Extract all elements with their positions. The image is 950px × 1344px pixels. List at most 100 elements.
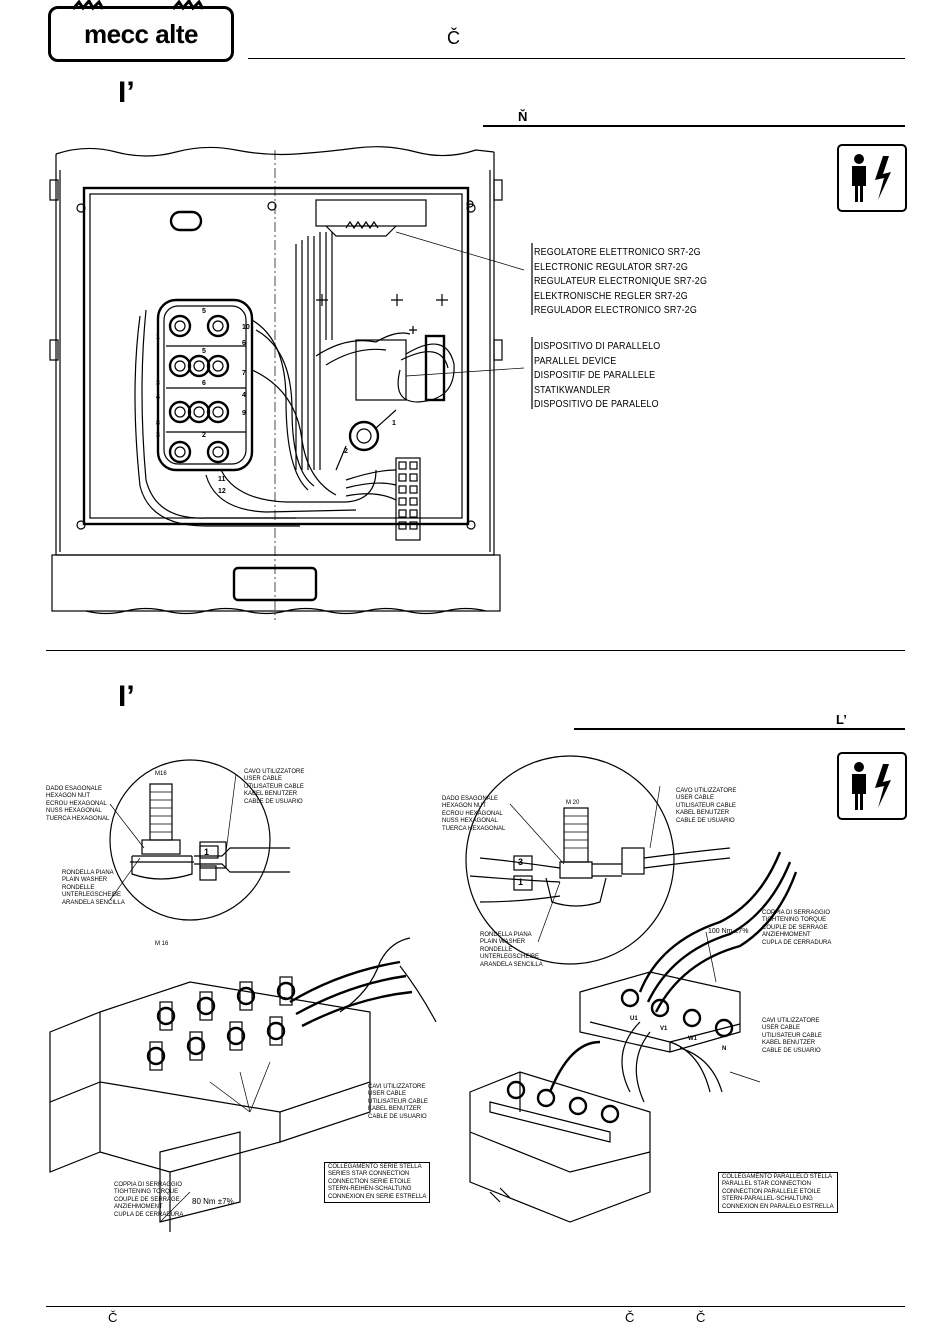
section2-subtitle-glyph: L’	[836, 712, 847, 727]
right-torque-labels: COPPIA DI SERRAGGIO TIGHTENING TORQUE CO…	[762, 910, 831, 947]
right-users-cable-label-en: USER CABLE	[762, 1025, 801, 1032]
left-washer-label-es: ARANDELA SENCILLA	[62, 899, 125, 906]
left-connection-label-es: CONNEXION EN SERIE ESTRELLA	[328, 1193, 427, 1200]
right-connection-label-es: CONNEXION EN PARALELO ESTRELLA	[722, 1203, 834, 1210]
left-nut-label-en: HEXAGON NUT	[46, 793, 91, 800]
right-nut-label-it: DADO ESAGONALE	[442, 796, 499, 802]
regulator-label-en: ELECTRONIC REGULATOR SR7-2G	[534, 260, 689, 273]
left-bolt-size: M16	[155, 771, 167, 777]
right-connection-label-en: PARALLEL STAR CONNECTION	[722, 1181, 811, 1188]
section1-subtitle-glyph: Ň	[518, 109, 528, 124]
left-cable-label-de: KABEL BENUTZER	[244, 791, 298, 798]
left-users-cable-labels: CAVI UTILIZZATORE USER CABLE UTILISATEUR…	[368, 1084, 428, 1121]
parallel-bracket	[531, 337, 533, 409]
left-nut-label-de: NUSS HEXAGONAL	[46, 808, 102, 815]
terminal-number-2b: 2	[344, 448, 348, 455]
footer-right-glyph-1: Č	[625, 1310, 635, 1325]
left-washer-label-fr: RONDELLE	[62, 884, 95, 891]
right-washer-label-de: UNTERLEGSCHEIBE	[480, 954, 540, 961]
right-cable-label-es: CABLE DE USUARIO	[676, 817, 735, 824]
left-cable-label-en: USER CABLE	[244, 776, 283, 783]
right-nut-labels: DADO ESAGONALE HEXAGON NUT ECROU HEXAGON…	[442, 796, 505, 833]
left-washer-label-it: RONDELLA PIANA	[62, 870, 114, 876]
left-torque-labels: COPPIA DI SERRAGGIO TIGHTENING TORQUE CO…	[114, 1182, 183, 1219]
terminal-number-1: 1	[156, 334, 160, 341]
terminal-mark-w1: W1	[688, 1036, 697, 1042]
terminal-number-5b: 5	[202, 348, 206, 355]
right-connection-label-it: COLLEGAMENTO PARALLELO STELLA	[722, 1174, 833, 1180]
parallel-label-es: DISPOSITIVO DE PARALELO	[534, 398, 659, 410]
terminal-number-6: 6	[242, 340, 246, 347]
right-cable-labels: CAVO UTILIZZATORE USER CABLE UTILISATEUR…	[676, 788, 736, 825]
middle-rule	[46, 650, 905, 651]
right-torque-value: 100 Nm ±7%	[708, 928, 749, 935]
logo-wave-icon	[71, 0, 205, 11]
right-washer-label-es: ARANDELA SENCILLA	[480, 961, 543, 968]
parallel-label-en: PARALLEL DEVICE	[534, 354, 617, 367]
electrical-hazard-icon-2	[837, 752, 907, 820]
footer-rule	[46, 1306, 905, 1307]
parallel-label-block: DISPOSITIVO DI PARALLELO PARALLEL DEVICE…	[534, 339, 660, 412]
right-users-cable-label-fr: UTILISATEUR CABLE	[762, 1032, 822, 1039]
terminal-mark-u1: U1	[630, 1016, 638, 1022]
terminal-box-drawing	[49, 146, 525, 620]
series-star-drawing	[49, 759, 437, 1232]
terminal-number-7: 7	[242, 370, 246, 377]
header-glyph: Č	[447, 28, 460, 48]
left-torque-label-es: CUPLA DE CERRADURA	[114, 1211, 184, 1218]
right-washer-label-en: PLAIN WASHER	[480, 939, 526, 946]
left-torque-label-de: ANZIEHMOMENT	[114, 1204, 163, 1211]
right-washer-label-fr: RONDELLE	[480, 946, 513, 953]
right-washer-labels: RONDELLA PIANA PLAIN WASHER RONDELLE UNT…	[480, 932, 543, 969]
left-washer-label-en: PLAIN WASHER	[62, 877, 108, 884]
left-connection-label-en: SERIES STAR CONNECTION	[328, 1171, 410, 1178]
terminal-number-1b: 1	[392, 420, 396, 427]
parallel-label-de: STATIKWANDLER	[534, 383, 611, 396]
left-torque-label-en: TIGHTENING TORQUE	[114, 1189, 179, 1196]
right-users-cable-label-es: CABLE DE USUARIO	[762, 1047, 821, 1054]
terminal-number-5: 5	[202, 308, 206, 315]
section1-rule	[483, 125, 905, 127]
terminal-mark-n: N	[722, 1046, 727, 1052]
right-tag-3: 3	[518, 857, 524, 867]
right-torque-label-es: CUPLA DE CERRADURA	[762, 939, 832, 946]
right-bolt-size: M 20	[566, 800, 580, 806]
left-users-cable-label-it: CAVI UTILIZZATORE	[368, 1084, 426, 1090]
left-bolt-size-lower: M 16	[155, 941, 169, 947]
right-nut-label-de: NUSS HEXAGONAL	[442, 818, 498, 825]
right-connection-label-fr: CONNECTION PARALLELE ETOILE	[722, 1188, 821, 1195]
right-cable-label-it: CAVO UTILIZZATORE	[676, 788, 737, 794]
left-nut-label-it: DADO ESAGONALE	[46, 786, 103, 792]
left-nut-labels: DADO ESAGONALE HEXAGON NUT ECROU HEXAGON…	[46, 786, 109, 823]
section1-title: I’	[118, 76, 135, 109]
terminal-number-11: 11	[218, 476, 226, 483]
regulator-label-block: REGOLATORE ELETTRONICO SR7-2G ELECTRONIC…	[534, 245, 707, 318]
right-nut-label-en: HEXAGON NUT	[442, 803, 487, 810]
left-users-cable-label-es: CABLE DE USUARIO	[368, 1113, 427, 1120]
right-cable-label-fr: UTILISATEUR CABLE	[676, 802, 736, 809]
right-tag-1: 1	[518, 877, 524, 887]
terminal-mark-v1: V1	[660, 1026, 668, 1032]
terminal-number-9: 9	[242, 410, 246, 417]
right-torque-label-en: TIGHTENING TORQUE	[762, 917, 827, 924]
footer-right-glyph-2: Č	[696, 1310, 706, 1325]
parallel-star-drawing	[465, 755, 798, 1223]
left-cable-label-it: CAVO UTILIZZATORE	[244, 769, 305, 775]
terminal-number-2: 2	[202, 432, 206, 439]
right-connection-box: COLLEGAMENTO PARALLELO STELLA PARALLEL S…	[718, 1172, 838, 1214]
right-cable-label-de: KABEL BENUTZER	[676, 810, 730, 817]
regulator-label-es: REGULADOR ELECTRONICO SR7-2G	[534, 304, 697, 316]
terminal-number-6b: 6	[202, 380, 206, 387]
left-connection-box: COLLEGAMENTO SERIE STELLA SERIES STAR CO…	[324, 1162, 431, 1204]
section2-title: I’	[118, 680, 135, 713]
right-nut-label-fr: ECROU HEXAGONAL	[442, 810, 503, 817]
left-connection-label-fr: CONNECTION SERIE ETOILE	[328, 1178, 411, 1185]
left-cable-label-fr: UTILISATEUR CABLE	[244, 783, 304, 790]
right-nut-label-es: TUERCA HEXAGONAL	[442, 825, 506, 832]
parallel-label-fr: DISPOSITIF DE PARALLELE	[534, 369, 656, 381]
right-users-cable-label-it: CAVI UTILIZZATORE	[762, 1018, 820, 1024]
right-users-cable-labels: CAVI UTILIZZATORE USER CABLE UTILISATEUR…	[762, 1018, 822, 1055]
terminal-number-8: 8	[156, 420, 160, 427]
regulator-label-de: ELEKTRONISCHE REGLER SR7-2G	[534, 289, 688, 302]
left-connection-label-it: COLLEGAMENTO SERIE STELLA	[328, 1164, 422, 1170]
